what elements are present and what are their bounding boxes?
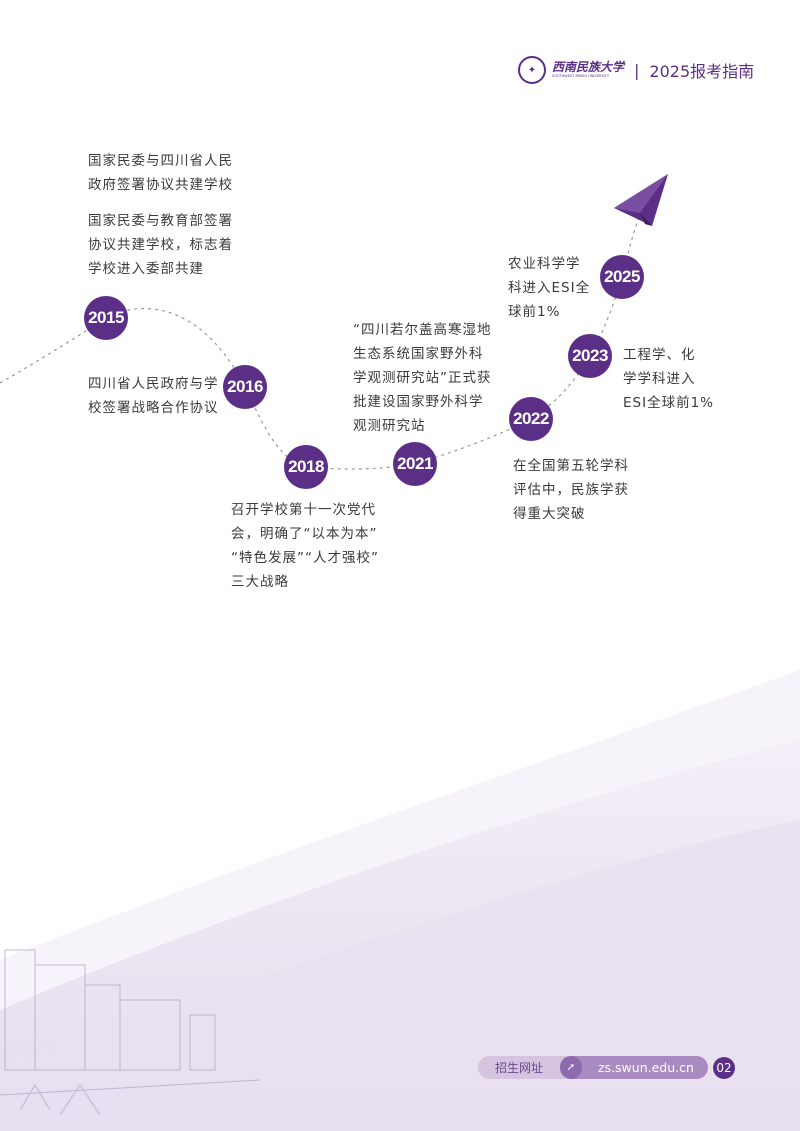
event-2015-b: 国家民委与教育部签署 协议共建学校，标志着 学校进入委部共建 [88,213,233,277]
year-2023: 2023 [568,334,612,378]
event-2022: 在全国第五轮学科 评估中，民族学获 得重大突破 [513,458,629,522]
page-number: 02 [713,1057,735,1079]
event-2016: 四川省人民政府与学 校签署战略合作协议 [88,376,219,416]
university-seal-icon: ✦ [518,56,546,84]
campus-building-sketch [0,949,261,1116]
year-2015: 2015 [84,296,128,340]
separator: | [634,60,640,80]
logo-text: 西南民族大学 [552,60,625,75]
year-2021: 2021 [393,442,437,486]
event-2023: 工程学、化 学学科进入 ESI全球前1% [623,347,714,411]
header: ✦ 西南民族大学 SOUTHWEST MINZU UNIVERSITY | 20… [518,56,754,84]
website-label: 招生网址 [494,1061,543,1075]
link-arrow-icon: ➚ [560,1056,582,1079]
year-2016: 2016 [223,365,267,409]
event-2025: 农业科学学 科进入ESI全 球前1% [508,256,591,320]
event-2015-a: 国家民委与四川省人民 政府签署协议共建学校 [88,153,233,193]
website-link[interactable]: ➚ zs.swun.edu.cn [560,1056,708,1079]
logo-subtext: SOUTHWEST MINZU UNIVERSITY [552,74,609,79]
year-2025: 2025 [600,255,644,299]
university-logo: 西南民族大学 SOUTHWEST MINZU UNIVERSITY [552,61,624,79]
event-2021: “四川若尔盖高寒湿地 生态系统国家野外科 学观测研究站”正式获 批建设国家野外科… [353,322,492,434]
website-url[interactable]: zs.swun.edu.cn [598,1060,694,1075]
admissions-website-bar[interactable]: 招生网址 ➚ zs.swun.edu.cn [478,1056,708,1079]
guide-title: 2025报考指南 [649,62,755,81]
year-2018: 2018 [284,445,328,489]
year-2022: 2022 [509,397,553,441]
paper-plane-icon [614,174,668,226]
event-2018: 召开学校第十一次党代 会，明确了“以本为本” “特色发展”“人才强校” 三大战略 [231,502,379,590]
